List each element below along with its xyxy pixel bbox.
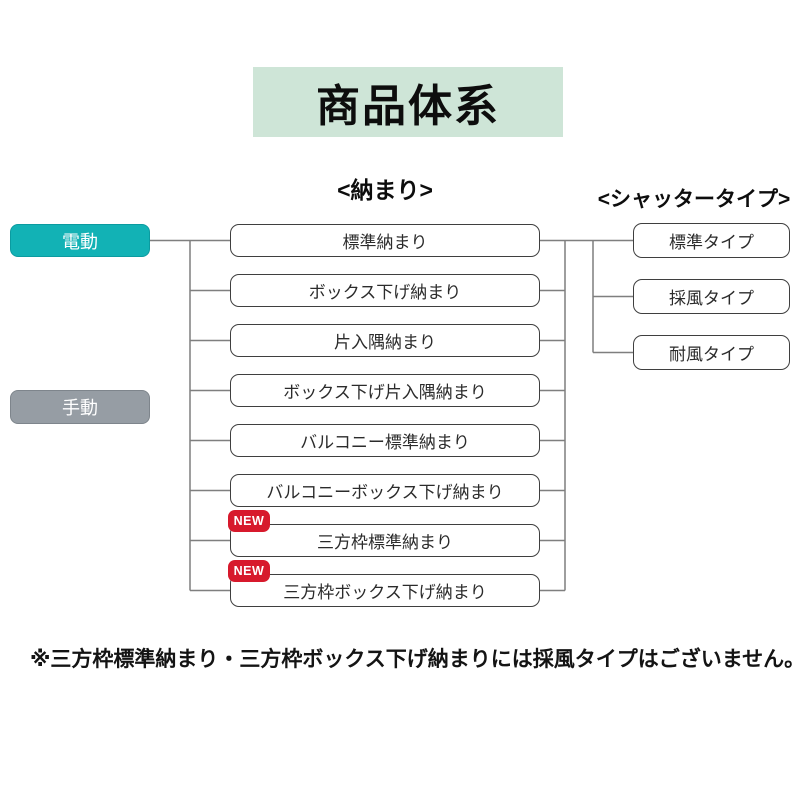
page-title-box: 商品体系 <box>253 67 563 137</box>
new-badge: NEW <box>228 560 270 582</box>
column-header-nakamari: <納まり> <box>337 177 433 203</box>
page-title: 商品体系 <box>316 82 500 131</box>
nakamari-box-three-frame-standard: 三方枠標準納まり <box>230 524 540 557</box>
shutter-type-box-wind-resistant: 耐風タイプ <box>633 335 790 370</box>
shutter-type-box-ventilation: 採風タイプ <box>633 279 790 314</box>
footnote: ※三方枠標準納まり・三方枠ボックス下げ納まりには採風タイプはございません。 <box>30 648 800 671</box>
nakamari-box-corner: 片入隅納まり <box>230 324 540 357</box>
new-badge: NEW <box>228 510 270 532</box>
nakamari-box-box-lowered: ボックス下げ納まり <box>230 274 540 307</box>
shutter-type-box-standard: 標準タイプ <box>633 223 790 258</box>
drive-mode-electric: 電動 <box>10 224 150 257</box>
nakamari-box-standard: 標準納まり <box>230 224 540 257</box>
nakamari-box-three-frame-box-lowered: 三方枠ボックス下げ納まり <box>230 574 540 607</box>
column-header-shutter-type: <シャッタータイプ> <box>597 188 791 211</box>
nakamari-box-box-lowered-corner: ボックス下げ片入隅納まり <box>230 374 540 407</box>
drive-mode-manual: 手動 <box>10 390 150 424</box>
nakamari-box-balcony-standard: バルコニー標準納まり <box>230 424 540 457</box>
nakamari-box-balcony-box-lowered: バルコニーボックス下げ納まり <box>230 474 540 507</box>
